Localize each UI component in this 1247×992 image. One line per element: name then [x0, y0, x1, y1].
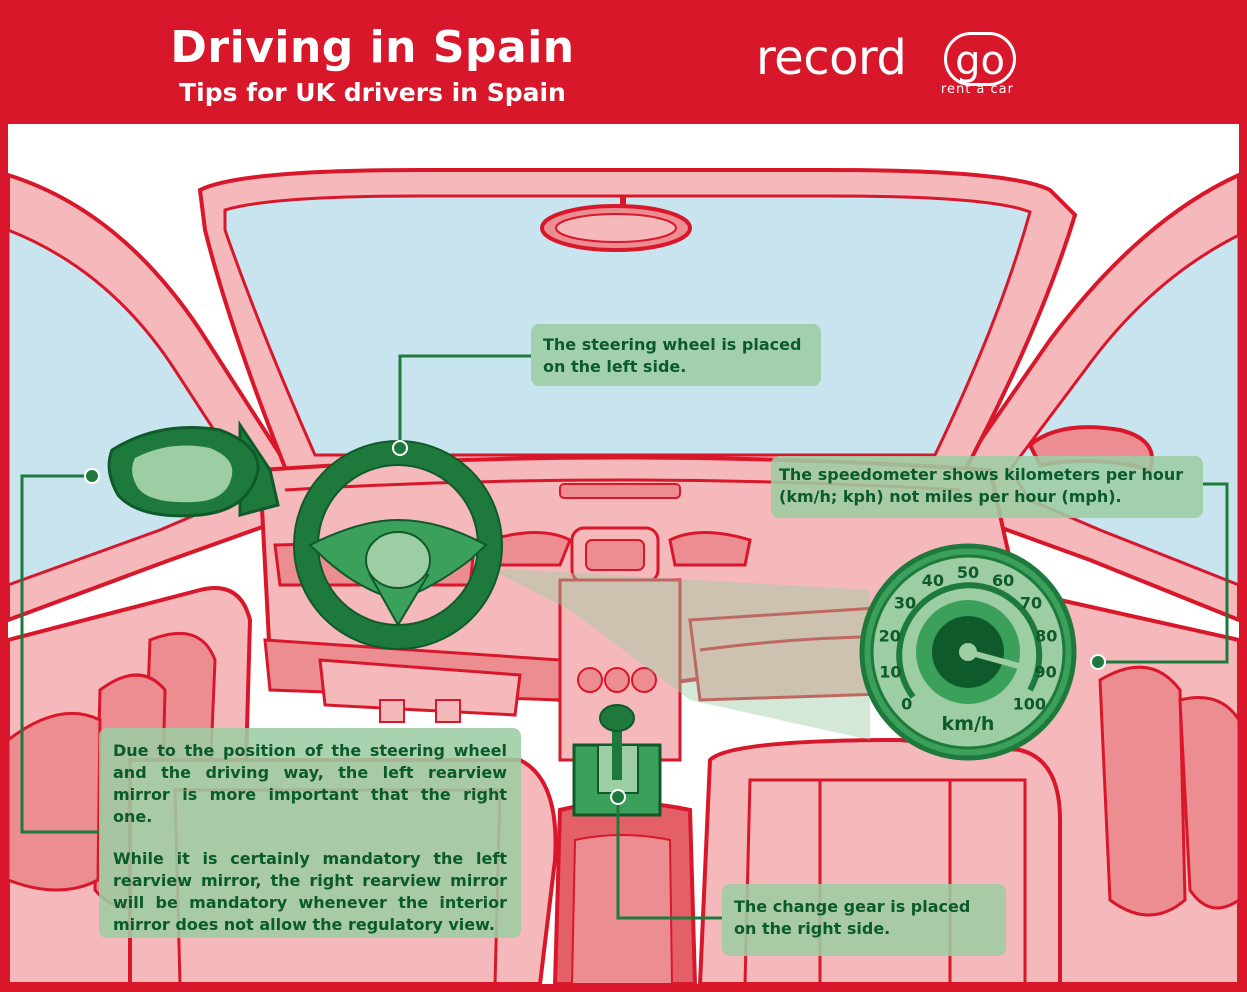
speedometer-tick-20: 20 [879, 626, 901, 645]
callout-connectors [20, 354, 1229, 920]
speedometer-tick-100: 100 [1013, 694, 1046, 713]
speedometer-tick-0: 0 [901, 694, 912, 713]
speedometer-tick-90: 90 [1034, 662, 1056, 681]
speedometer-dial: 010 20 30 40 50 60 70 80 90 100 km/h [859, 543, 1077, 761]
page-title: Driving in Spain [170, 22, 575, 73]
callout-dots [84, 440, 1106, 805]
header-banner: Driving in Spain Tips for UK drivers in … [0, 0, 1247, 124]
rearview-mirror-tip-paragraph-2: While it is certainly mandatory the left… [113, 849, 507, 934]
speedometer-tick-70: 70 [1020, 594, 1042, 613]
speedometer-tip-text: The speedometer shows kilometers per hou… [779, 465, 1184, 506]
speedometer-tick-10: 10 [879, 662, 901, 681]
speedometer-tick-80: 80 [1035, 626, 1057, 645]
logo-word: record [756, 30, 907, 86]
speedometer-callout-beam [488, 568, 870, 740]
speedometer-tip: The speedometer shows kilometers per hou… [771, 456, 1203, 518]
recordgo-logo[interactable]: record go rent a car [756, 30, 1026, 100]
rearview-mirror-tip: Due to the position of the steering whee… [99, 728, 521, 938]
logo-go-badge: go [944, 32, 1016, 86]
gear-tip-text: The change gear is placed on the right s… [734, 897, 971, 938]
steering-wheel-tip-text: The steering wheel is placed on the left… [543, 335, 802, 376]
rearview-mirror-tip-paragraph-1: Due to the position of the steering whee… [113, 741, 507, 826]
logo-tagline: rent a car [940, 82, 1014, 97]
speedometer-tick-40: 40 [922, 571, 944, 590]
steering-wheel-tip: The steering wheel is placed on the left… [531, 324, 821, 386]
page-subtitle: Tips for UK drivers in Spain [179, 78, 566, 107]
speedometer-tick-30: 30 [894, 594, 916, 613]
speedometer-unit-label: km/h [942, 713, 995, 735]
gear-tip: The change gear is placed on the right s… [722, 884, 1006, 956]
speedometer-tick-50: 50 [957, 563, 979, 582]
speedometer-tick-60: 60 [992, 571, 1014, 590]
